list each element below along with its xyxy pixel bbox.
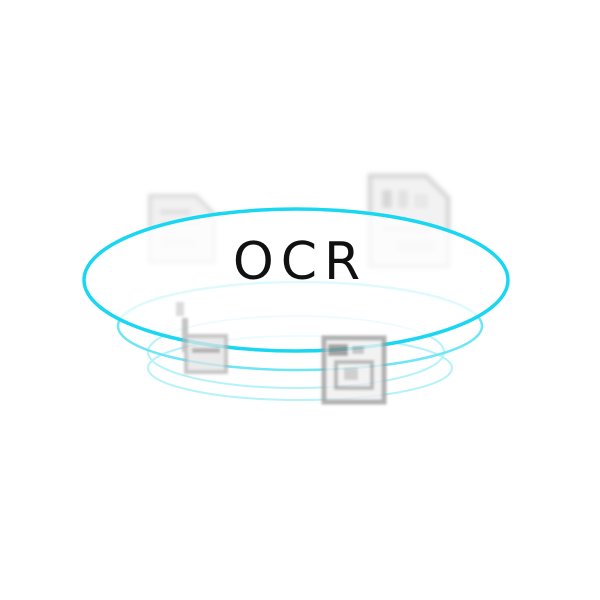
ring-main: [82, 207, 510, 353]
ocr-title: OCR: [232, 232, 368, 292]
document-icon-bottom-right: [321, 335, 387, 405]
document-icon-bottom-left: [176, 302, 228, 374]
